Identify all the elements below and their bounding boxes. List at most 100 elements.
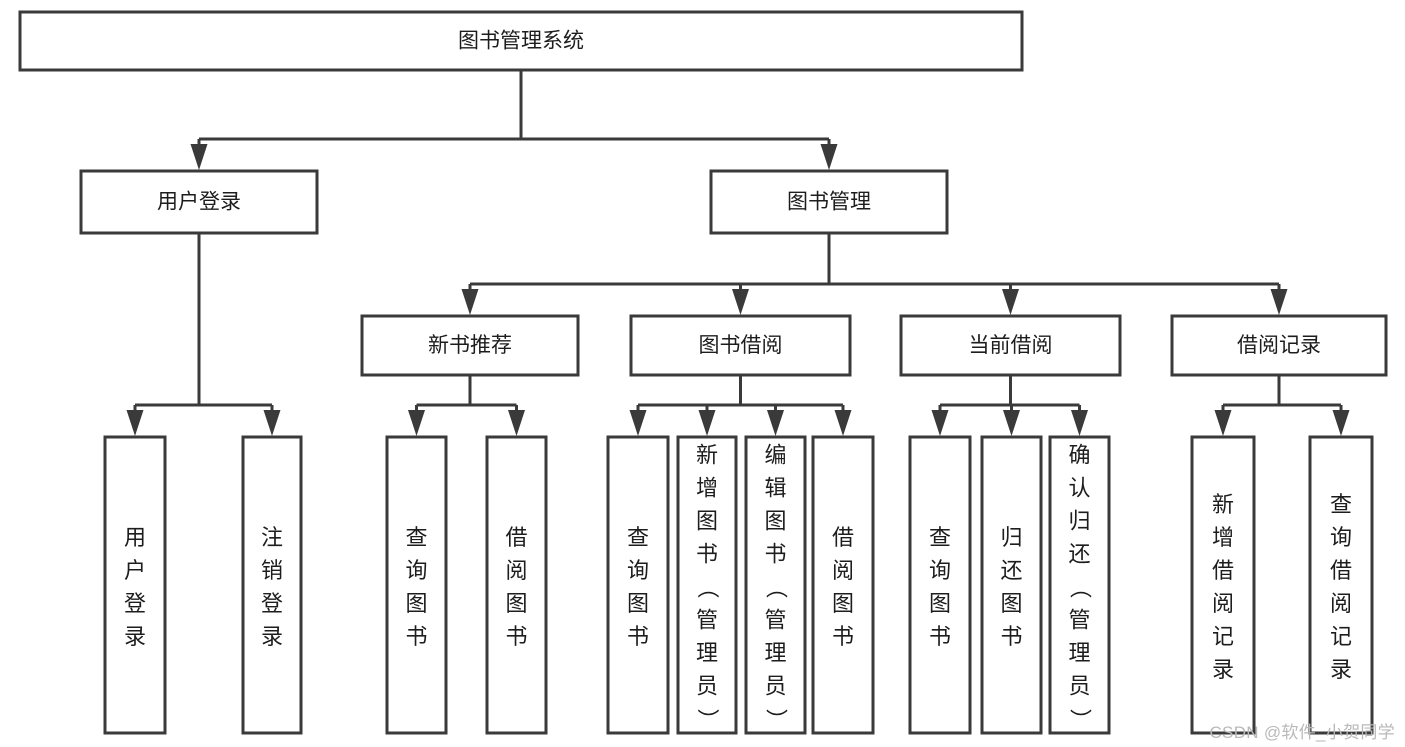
node-label-char: 图	[696, 509, 718, 534]
node-box	[1048, 435, 1111, 735]
node-label: 图书管理	[787, 191, 871, 214]
arrow-head-icon	[190, 144, 208, 170]
node-label: 图书管理系统	[458, 30, 584, 53]
node-label-char: 借	[505, 525, 527, 550]
node-box	[908, 435, 972, 735]
arrow-head-icon	[408, 410, 425, 436]
node-label-char: 图	[505, 591, 527, 616]
node-label-char: 录	[124, 624, 146, 649]
node-box	[1190, 435, 1256, 735]
node-label-char: 借	[1330, 558, 1352, 583]
node-user-login[interactable]: 用户登录	[79, 169, 319, 235]
node-root[interactable]: 图书管理系统	[18, 10, 1024, 72]
node-label-char: 图	[1000, 591, 1022, 616]
arrow-head-icon	[732, 289, 749, 315]
arrow-head-icon	[126, 410, 144, 436]
node-label-char: 询	[405, 558, 427, 583]
node-label-char: 图	[832, 591, 854, 616]
node-label-char: ）	[1068, 708, 1093, 730]
connector-layer	[126, 70, 1350, 436]
node-label-char: （	[1068, 576, 1093, 598]
node-box	[241, 435, 303, 735]
node-box	[899, 314, 1122, 377]
node-label-char: 书	[929, 624, 951, 649]
node-box	[709, 169, 949, 235]
node-label-char: 询	[929, 558, 951, 583]
node-label-char: 录	[261, 624, 283, 649]
arrow-head-icon	[263, 410, 281, 436]
node-current-borrow[interactable]: 当前借阅	[899, 314, 1122, 377]
node-label-char: 用	[124, 525, 146, 550]
node-label-char: 记	[1330, 624, 1352, 649]
node-label-char: 书	[1000, 624, 1022, 649]
node-label-char: 询	[627, 558, 649, 583]
arrow-head-icon	[629, 410, 647, 436]
node-label-char: 查	[1330, 492, 1352, 517]
node-leaf-user-login[interactable]: 用户登录	[103, 435, 167, 735]
node-box	[79, 169, 319, 235]
arrow-head-icon	[834, 410, 852, 436]
node-book-borrow[interactable]: 图书借阅	[629, 314, 852, 377]
node-label: 新书推荐	[428, 334, 512, 357]
node-label-char: 阅	[1330, 591, 1352, 616]
node-label-char: 增	[1212, 525, 1234, 550]
node-label-char: 注	[261, 525, 283, 550]
node-label-char: 管	[696, 608, 718, 633]
arrow-head-icon	[931, 410, 949, 436]
node-label: 当前借阅	[969, 334, 1053, 357]
arrow-head-icon	[820, 144, 838, 170]
node-label-char: 管	[764, 608, 786, 633]
node-box	[1308, 435, 1374, 735]
arrow-head-icon	[1214, 410, 1232, 436]
node-label-char: 阅	[1212, 591, 1234, 616]
node-label-char: 阅	[505, 558, 527, 583]
node-box	[385, 435, 448, 735]
node-label-char: 图	[405, 591, 427, 616]
node-borrow-record[interactable]: 借阅记录	[1170, 314, 1388, 377]
node-label-char: （	[764, 576, 789, 598]
node-label-char: 登	[261, 591, 283, 616]
node-label: 图书借阅	[699, 334, 783, 357]
node-box	[676, 435, 738, 735]
node-new-book-recommend[interactable]: 新书推荐	[360, 314, 580, 377]
node-label-char: 理	[1068, 641, 1090, 666]
node-book-manage[interactable]: 图书管理	[709, 169, 949, 235]
arrow-head-icon	[508, 410, 525, 436]
arrow-head-icon	[461, 289, 479, 315]
node-box	[606, 435, 670, 735]
node-label-char: 户	[124, 558, 146, 583]
node-label-char: 编	[764, 443, 786, 468]
node-label-char: 借	[832, 525, 854, 550]
node-box	[744, 435, 807, 735]
node-box	[811, 435, 875, 735]
node-label-char: 新	[696, 443, 718, 468]
arrow-head-icon	[1270, 289, 1288, 315]
node-label-char: 书	[627, 624, 649, 649]
node-label-char: 查	[405, 525, 427, 550]
csdn-watermark: CSDN @软件_小贺同学	[1209, 723, 1395, 742]
arrow-head-icon	[698, 410, 716, 436]
node-label-char: 确	[1068, 443, 1090, 468]
node-label-char: 借	[1212, 558, 1234, 583]
node-label-char: 书	[832, 624, 854, 649]
node-label-char: 书	[405, 624, 427, 649]
node-label-char: 归	[1068, 509, 1090, 534]
node-box	[360, 314, 580, 377]
node-label-char: 录	[1330, 657, 1352, 682]
node-label-char: ）	[764, 708, 789, 730]
node-label-char: 查	[929, 525, 951, 550]
node-label-char: 记	[1212, 624, 1234, 649]
